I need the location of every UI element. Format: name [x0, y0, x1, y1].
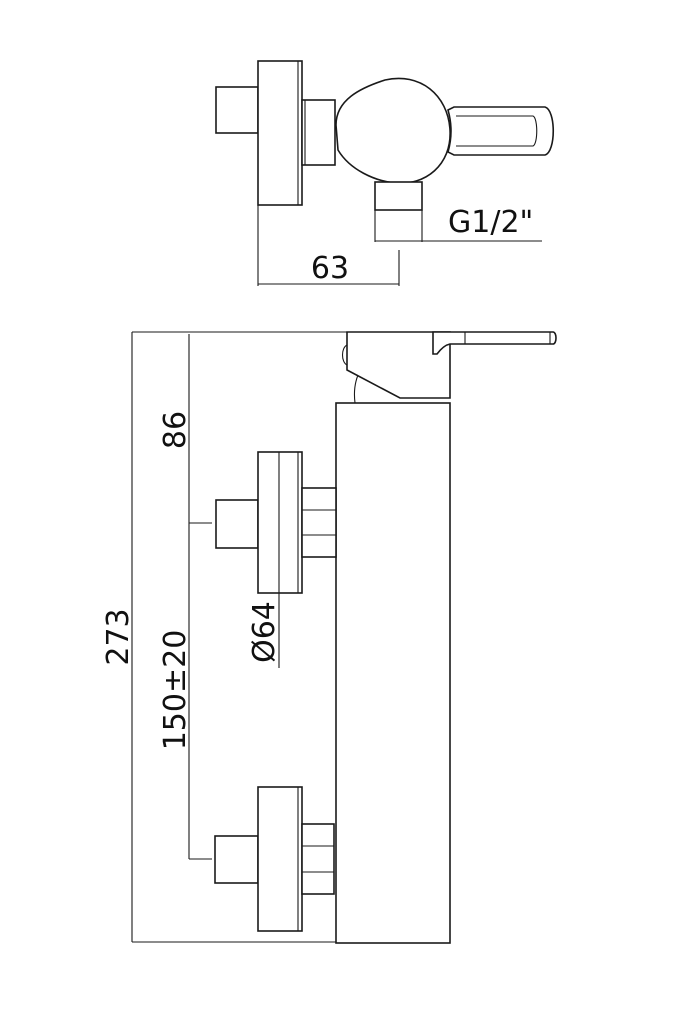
dim-273-label: 273 — [101, 608, 136, 665]
top-wall-flange — [257, 60, 303, 206]
dim-150-label: 150±20 — [158, 630, 193, 751]
side-lever-handle — [432, 331, 557, 355]
upper-inlet-stub — [215, 499, 259, 549]
dim-86-label: 86 — [158, 411, 193, 449]
top-mixer-body — [335, 77, 451, 184]
top-inlet-stub — [215, 86, 259, 134]
side-cap-joint — [353, 374, 359, 404]
side-view: 273 86 150±20 Ø64 — [101, 331, 557, 944]
lower-inlet-stub — [214, 835, 259, 884]
top-view: 63 G1/2" — [215, 60, 554, 286]
top-lever-slot — [456, 115, 538, 147]
side-mixer-body — [335, 402, 451, 944]
side-cap-knob — [341, 344, 348, 366]
upper-wall-flange — [257, 451, 303, 594]
lower-wall-flange — [257, 786, 303, 932]
dim-thread-label: G1/2" — [448, 205, 533, 240]
top-outlet — [374, 181, 423, 211]
dim-diameter-label: Ø64 — [247, 601, 282, 663]
upper-connector-nut — [301, 487, 337, 558]
top-connector-nut — [301, 99, 336, 166]
dim-63-label: 63 — [311, 251, 349, 286]
lower-connector-nut — [301, 823, 335, 895]
top-lever-handle — [447, 106, 554, 156]
